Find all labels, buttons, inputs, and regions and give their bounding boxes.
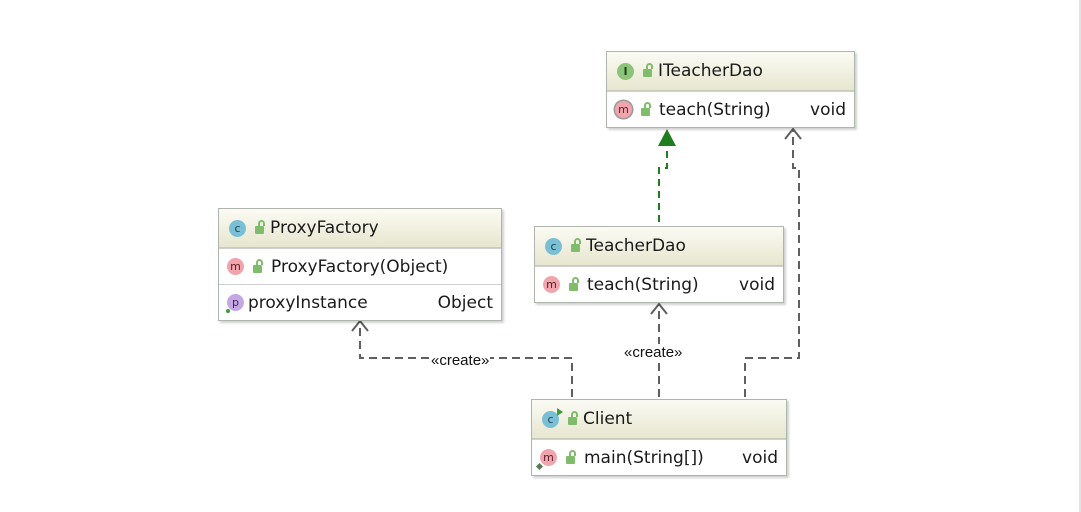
class-header-proxyfactory[interactable]: c ProxyFactory — [219, 209, 501, 248]
member-row[interactable]: m main(String[]) void — [532, 440, 786, 475]
public-lock-icon — [255, 220, 265, 234]
class-box-proxyfactory[interactable]: c ProxyFactory m ProxyFactory(Object) p … — [218, 208, 502, 321]
members-section: m teach(String) void — [535, 266, 783, 302]
create-label-teacherdao: «create» — [623, 344, 684, 361]
class-box-teacherdao[interactable]: c TeacherDao m teach(String) void — [534, 226, 784, 303]
interface-icon: I — [617, 62, 634, 80]
property-icon-letter: p — [232, 296, 239, 309]
class-header-teacherdao[interactable]: c TeacherDao — [535, 227, 783, 266]
method-icon-letter: m — [543, 451, 554, 464]
public-lock-icon — [566, 449, 576, 464]
member-name: teach(String) — [659, 99, 771, 120]
realization-teacherdao-to-iteacherdao[interactable] — [658, 146, 668, 222]
class-name: ITeacherDao — [658, 61, 763, 81]
class-name: Client — [583, 409, 633, 429]
constructor-name: ProxyFactory(Object) — [271, 256, 449, 277]
member-name: main(String[]) — [584, 447, 704, 468]
canvas-right-border — [1079, 0, 1081, 512]
realization-arrowhead — [658, 129, 676, 146]
run-marker-icon — [557, 407, 563, 416]
member-type: void — [739, 274, 775, 295]
member-type: void — [810, 99, 846, 120]
getter-dot-icon — [226, 309, 230, 313]
class-box-iteacherdao[interactable]: I ITeacherDao m teach(String) void — [606, 51, 855, 128]
property-row[interactable]: p proxyInstance Object — [219, 285, 501, 320]
class-name: TeacherDao — [586, 236, 686, 256]
member-name: teach(String) — [587, 274, 699, 295]
public-lock-icon — [253, 258, 263, 273]
public-lock-icon — [568, 411, 578, 425]
class-header-client[interactable]: c Client — [532, 400, 786, 439]
class-box-client[interactable]: c Client m main(String[]) void — [531, 399, 787, 476]
abstract-method-icon: m — [615, 101, 632, 118]
constructor-row[interactable]: m ProxyFactory(Object) — [219, 249, 501, 284]
method-icon: m — [543, 276, 560, 293]
dependency-client-to-iteacherdao-line[interactable] — [744, 129, 800, 397]
class-icon: c — [229, 219, 246, 237]
constructors-section: m ProxyFactory(Object) — [219, 248, 501, 284]
class-name: ProxyFactory — [270, 218, 379, 238]
create-label-proxyfactory: «create» — [430, 352, 491, 369]
class-icon-letter: c — [547, 412, 554, 426]
members-section: m main(String[]) void — [532, 439, 786, 475]
static-method-icon: m — [535, 449, 557, 471]
members-section: m teach(String) void — [607, 91, 854, 127]
class-icon: c — [545, 237, 562, 255]
public-lock-icon — [571, 238, 581, 252]
static-marker-icon — [535, 462, 544, 471]
property-type: Object — [437, 292, 493, 313]
member-row[interactable]: m teach(String) void — [607, 92, 854, 127]
runnable-class-icon: c — [542, 407, 563, 428]
method-icon: m — [227, 258, 244, 275]
property-name: proxyInstance — [248, 292, 368, 313]
member-row[interactable]: m teach(String) void — [535, 267, 783, 302]
property-icon: p — [226, 294, 244, 313]
public-lock-icon — [643, 63, 653, 77]
public-lock-icon — [641, 101, 651, 116]
public-lock-icon — [569, 276, 579, 291]
member-type: void — [742, 447, 778, 468]
class-header-iteacherdao[interactable]: I ITeacherDao — [607, 52, 854, 91]
properties-section: p proxyInstance Object — [219, 284, 501, 320]
